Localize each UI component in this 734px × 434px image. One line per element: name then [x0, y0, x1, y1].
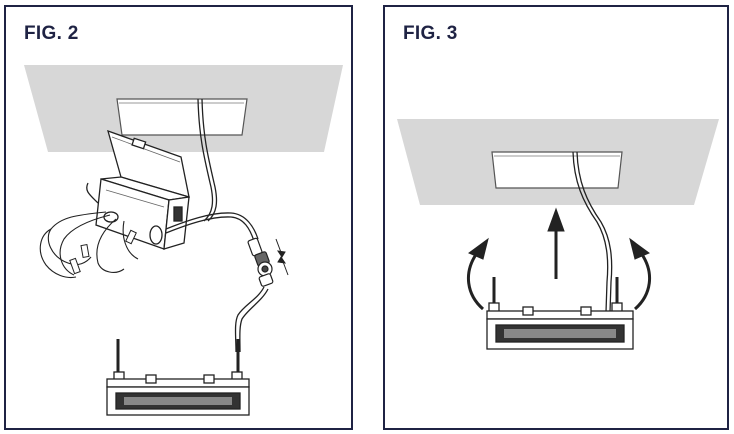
- light-fixture: [486, 277, 634, 350]
- wire-connectors: [69, 229, 137, 275]
- lift-arrow-right: [629, 237, 652, 311]
- figure-3-panel: FIG. 3: [383, 5, 729, 430]
- lift-arrow-center: [547, 207, 565, 279]
- power-cable-2: [576, 151, 613, 313]
- figure-2-label: FIG. 2: [24, 23, 79, 44]
- ceiling-opening: [491, 151, 623, 189]
- lift-arrow-left: [466, 237, 489, 311]
- power-cable: [197, 98, 214, 222]
- junction-box-wires: [39, 211, 139, 279]
- quick-connector: [247, 237, 274, 287]
- ceiling-opening: [116, 98, 248, 136]
- figure-3-label: FIG. 3: [403, 23, 458, 44]
- figure-2-illustration: [24, 65, 343, 416]
- fixture-cable-upper: [165, 212, 259, 240]
- junction-box: [86, 129, 190, 250]
- connect-arrows: [275, 238, 289, 276]
- power-cable: [572, 151, 609, 313]
- light-fixture: [106, 339, 250, 416]
- fixture-cable-lower: [234, 286, 265, 353]
- figure-2-panel: FIG. 2: [4, 5, 353, 430]
- figure-3-illustration: [397, 119, 719, 350]
